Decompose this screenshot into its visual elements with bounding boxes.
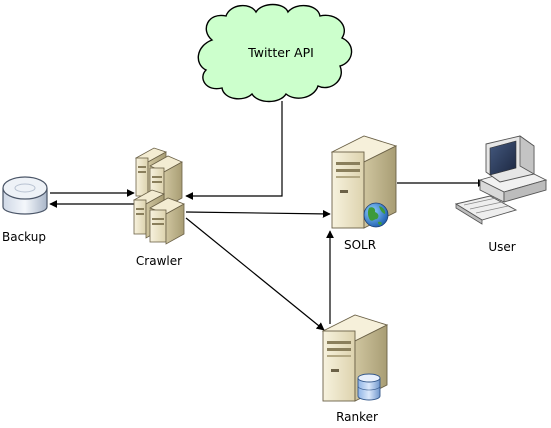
edge-twitter-api-to-crawler: [185, 101, 283, 200]
edge-crawler-to-solr: [185, 209, 331, 218]
workstation-icon: [454, 135, 548, 225]
ranker-node: Ranker: [321, 314, 389, 424]
server-cluster-icon: [133, 147, 185, 245]
twitter-api-node: Twitter API: [197, 3, 353, 103]
solr-node: SOLR: [330, 135, 398, 252]
crawler-label: Crawler: [136, 254, 182, 268]
globe-icon: [363, 202, 389, 228]
edge-crawler-to-ranker: [185, 217, 325, 331]
disk-icon: [2, 176, 48, 215]
ranker-label: Ranker: [336, 410, 378, 424]
twitter-api-label: Twitter API: [247, 45, 314, 60]
database-icon: [357, 373, 381, 401]
backup-node: Backup: [2, 176, 48, 244]
crawler-node: Crawler: [133, 147, 185, 268]
solr-label: SOLR: [344, 238, 376, 252]
cloud-icon: [197, 3, 353, 103]
user-node: User: [454, 135, 548, 254]
user-label: User: [488, 240, 515, 254]
edges: [49, 101, 486, 331]
backup-label: Backup: [2, 230, 46, 244]
